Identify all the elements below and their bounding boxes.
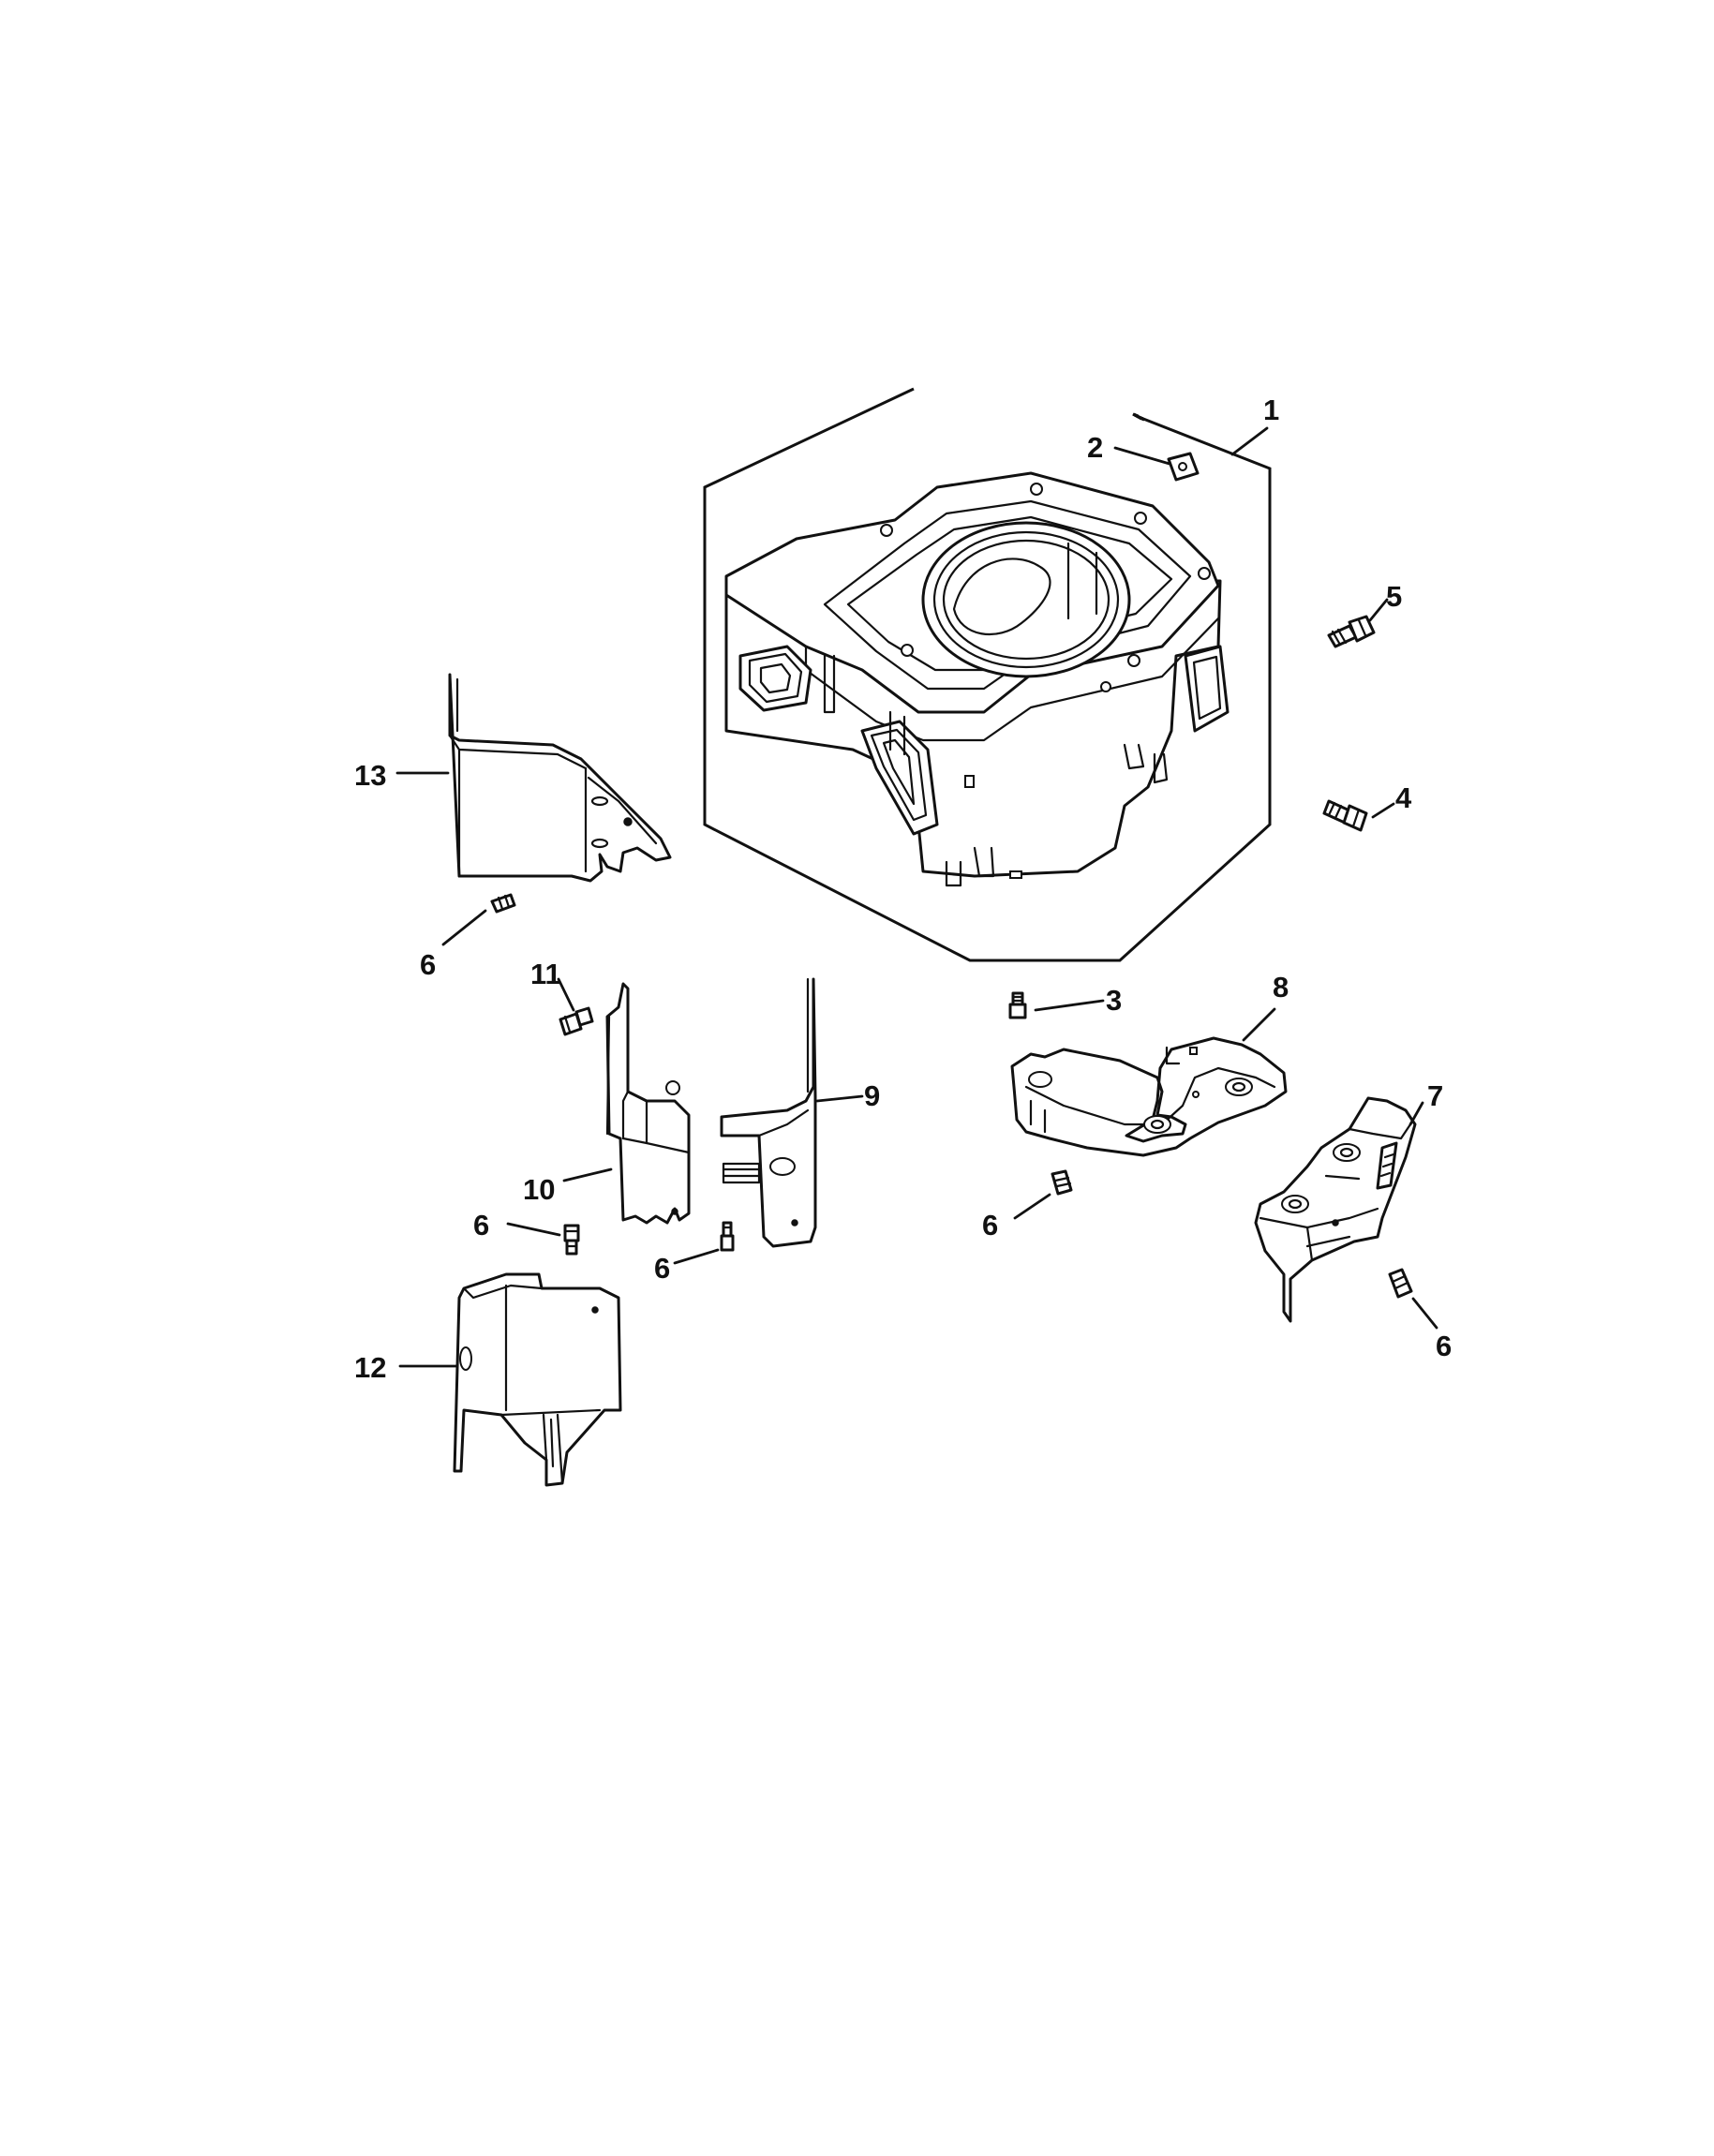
callout-8: 8 bbox=[1273, 971, 1289, 1004]
callout-12: 12 bbox=[354, 1351, 386, 1384]
leader-lines bbox=[395, 426, 1438, 1368]
screw-part-5 bbox=[1327, 615, 1376, 648]
screw-part-6-d bbox=[1051, 1169, 1073, 1196]
kit-frame-part-1 bbox=[703, 387, 1272, 962]
leader-10 bbox=[562, 1167, 613, 1182]
callout-1: 1 bbox=[1263, 394, 1279, 426]
screw-part-4 bbox=[1322, 799, 1368, 832]
lower-shroud-part-12 bbox=[453, 1272, 622, 1487]
square-clip-part-2 bbox=[1167, 452, 1200, 482]
callout-6-a: 6 bbox=[420, 948, 436, 981]
callout-13: 13 bbox=[354, 759, 386, 792]
callout-7: 7 bbox=[1427, 1079, 1443, 1112]
right-shroud-part-7 bbox=[1254, 1096, 1417, 1323]
leader-6a bbox=[441, 909, 487, 946]
leader-4 bbox=[1371, 802, 1395, 819]
leader-2 bbox=[1113, 446, 1171, 466]
leader-8 bbox=[1242, 1007, 1276, 1042]
leader-11 bbox=[557, 977, 575, 1012]
callout-6-d: 6 bbox=[982, 1209, 998, 1242]
baffle-part-10 bbox=[605, 982, 691, 1225]
screw-part-6-b bbox=[563, 1224, 580, 1256]
leader-5 bbox=[1368, 598, 1389, 622]
callout-4: 4 bbox=[1395, 781, 1412, 814]
callout-10: 10 bbox=[523, 1173, 555, 1206]
callout-6-c: 6 bbox=[654, 1252, 670, 1285]
screw-part-11 bbox=[559, 1006, 594, 1036]
screw-part-6-a bbox=[490, 893, 516, 914]
callout-2: 2 bbox=[1087, 431, 1103, 464]
callout-3: 3 bbox=[1106, 984, 1122, 1017]
callout-6-e: 6 bbox=[1436, 1330, 1452, 1362]
leader-3 bbox=[1034, 999, 1105, 1012]
callout-6-b: 6 bbox=[473, 1209, 489, 1242]
left-shroud-part-13 bbox=[448, 673, 672, 883]
callout-9: 9 bbox=[864, 1079, 880, 1112]
callout-11: 11 bbox=[530, 958, 561, 990]
bracket-part-8 bbox=[1010, 1036, 1288, 1157]
leader-1 bbox=[1230, 426, 1269, 456]
screw-part-6-c bbox=[720, 1221, 735, 1252]
screw-part-6-e bbox=[1388, 1268, 1413, 1299]
baffle-part-9 bbox=[720, 977, 817, 1248]
leader-6b bbox=[506, 1222, 561, 1237]
leader-7 bbox=[1408, 1101, 1424, 1126]
leader-6c bbox=[673, 1248, 720, 1265]
callout-5: 5 bbox=[1386, 580, 1402, 613]
leader-6d bbox=[1013, 1193, 1051, 1220]
leader-6e bbox=[1411, 1297, 1438, 1330]
callout-labels: 1 2 3 4 5 6 6 6 6 6 7 8 9 10 11 12 13 bbox=[354, 394, 1452, 1384]
blower-housing-part-1 bbox=[724, 471, 1230, 887]
screw-part-3 bbox=[1008, 991, 1027, 1019]
leader-9 bbox=[815, 1094, 864, 1103]
